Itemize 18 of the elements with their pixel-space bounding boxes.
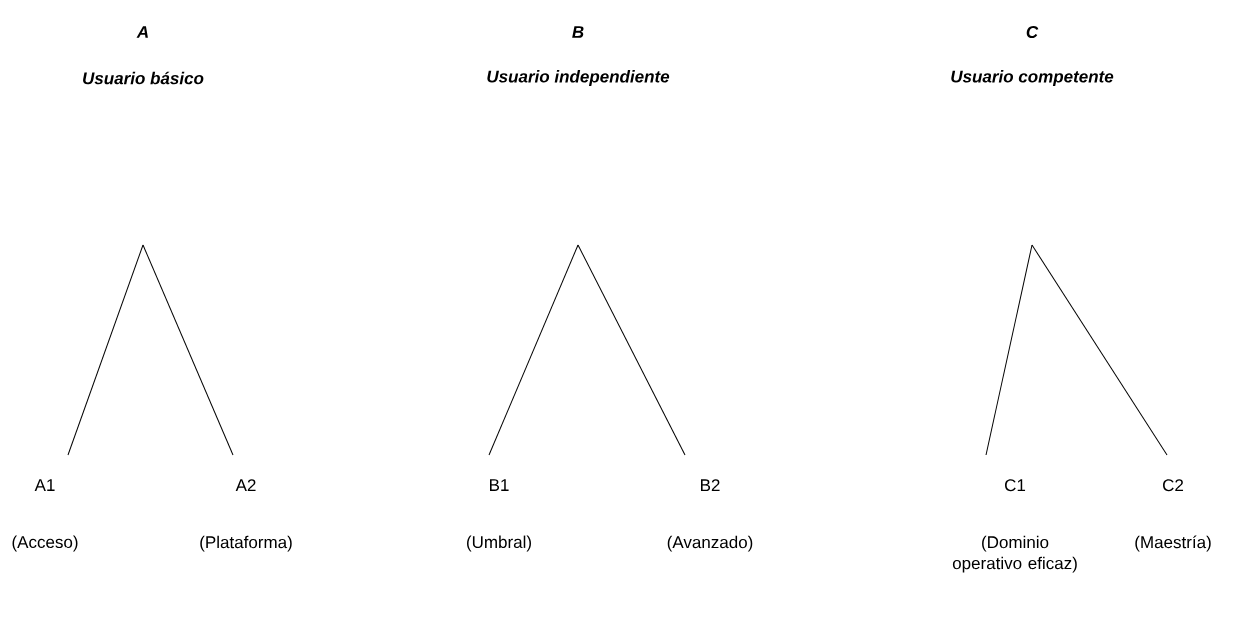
- level-label: B1 (Umbral): [467, 479, 531, 552]
- branch-line: [1031, 244, 1168, 456]
- heading: Usuario competente: [951, 70, 1114, 86]
- heading: A: [136, 26, 148, 38]
- level-label: A1 (Acceso): [12, 479, 78, 552]
- heading: Usuario básico: [83, 71, 204, 85]
- heading: C: [1026, 25, 1039, 38]
- level-label: C2 (Maestría): [1135, 479, 1211, 552]
- heading: B: [572, 26, 584, 38]
- branch-line: [985, 244, 1033, 456]
- branch-line: [488, 244, 579, 456]
- branch-line: [577, 244, 686, 456]
- branch-line: [142, 244, 234, 456]
- level-label: B2 (Avanzado): [667, 479, 753, 552]
- branch-line: [67, 244, 144, 456]
- level-label: A2 (Plataforma): [200, 479, 292, 552]
- level-label: C1 (Dominio operativo eficaz): [952, 479, 1077, 573]
- heading: Usuario independiente: [487, 70, 670, 86]
